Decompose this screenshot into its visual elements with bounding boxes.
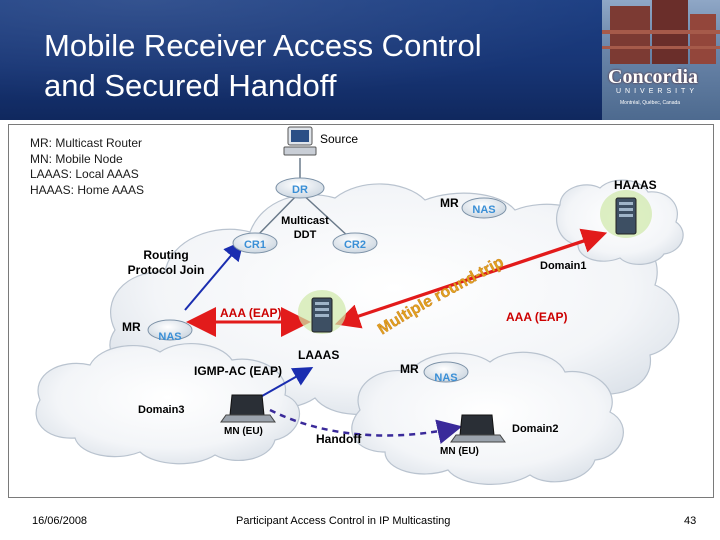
logo-tagline: Montréal, Québec, Canada bbox=[620, 100, 681, 106]
router-cr2-label: CR2 bbox=[344, 239, 366, 251]
routing-join-line-2: Protocol Join bbox=[127, 263, 205, 277]
handoff-label: Handoff bbox=[316, 432, 362, 446]
igmp-ac-arrow bbox=[254, 367, 314, 401]
router-cr2-icon: CR2 bbox=[332, 232, 378, 254]
router-cr1-label: CR1 bbox=[244, 239, 266, 251]
router-cr1-icon: CR1 bbox=[232, 232, 278, 254]
routing-join-arrow bbox=[184, 240, 244, 311]
ddt-link-cr1 bbox=[254, 191, 301, 239]
domain1-label: Domain1 bbox=[540, 260, 587, 272]
routing-join-label: Routing Protocol Join bbox=[118, 248, 214, 278]
multicast-ddt-label: Multicast DDT bbox=[280, 214, 330, 242]
mn-right-laptop-icon bbox=[450, 414, 506, 443]
university-logo: Concordia UNIVERSITY Montréal, Québec, C… bbox=[602, 0, 720, 120]
router-dr-icon: DR bbox=[275, 177, 325, 199]
mn-left-laptop-icon bbox=[220, 394, 276, 423]
logo-subtitle: UNIVERSITY bbox=[616, 88, 699, 95]
aaa-arrow-right-return bbox=[334, 234, 601, 329]
laaas-label: LAAAS bbox=[298, 348, 340, 362]
router-nas-left-icon: NAS bbox=[147, 319, 193, 343]
domain3-label: Domain3 bbox=[138, 404, 185, 416]
multicast-ddt-line-2: DDT bbox=[293, 229, 317, 241]
laaas-server-icon bbox=[298, 290, 346, 334]
legend-line-3: LAAAS: Local AAAS bbox=[30, 167, 139, 181]
routing-join-line-1: Routing bbox=[143, 248, 189, 262]
legend-line-4: HAAAS: Home AAAS bbox=[30, 182, 145, 197]
nas-top-label: NAS bbox=[472, 204, 495, 216]
mn-left-label: MN (EU) bbox=[224, 426, 263, 437]
domain2-label: Domain2 bbox=[512, 423, 559, 435]
logo-wordmark: Concordia bbox=[608, 66, 698, 88]
legend: MR: Multicast Router MN: Mobile Node LAA… bbox=[30, 136, 144, 198]
source-label: Source bbox=[320, 132, 359, 146]
mn-right-label: MN (EU) bbox=[440, 446, 479, 457]
title-line-1: Mobile Receiver Access Control bbox=[44, 28, 482, 63]
multicast-ddt-line-1: Multicast bbox=[281, 215, 329, 227]
mr-top-label: MR bbox=[440, 196, 459, 210]
aaa-eap-right-label: AAA (EAP) bbox=[506, 310, 568, 324]
ddt-link-cr2 bbox=[299, 191, 351, 239]
nas-left-label: NAS bbox=[158, 331, 181, 343]
title-line-2: and Secured Handoff bbox=[44, 68, 337, 103]
slide-title: Mobile Receiver Access Control and Secur… bbox=[44, 26, 584, 106]
haaas-server-icon bbox=[600, 190, 652, 238]
aaa-eap-left-label: AAA (EAP) bbox=[220, 306, 282, 320]
router-dr-label: DR bbox=[292, 184, 308, 196]
footer-title: Participant Access Control in IP Multica… bbox=[236, 515, 451, 527]
footer-page-number: 43 bbox=[684, 515, 697, 527]
haaas-label: HAAAS bbox=[614, 178, 657, 192]
handoff-path bbox=[269, 408, 463, 444]
router-nas-bottom-icon: NAS bbox=[423, 361, 469, 384]
mr-bottom-label: MR bbox=[400, 362, 419, 376]
source-computer-icon bbox=[283, 126, 317, 156]
router-nas-top-icon: NAS bbox=[461, 197, 507, 219]
mr-left-label: MR bbox=[122, 320, 141, 334]
title-bar bbox=[0, 0, 720, 120]
cloud-domain3 bbox=[35, 342, 301, 465]
legend-line-2: MN: Mobile Node bbox=[30, 151, 123, 166]
nas-bottom-label: NAS bbox=[434, 372, 457, 384]
legend-line-1: MR: Multicast Router bbox=[30, 136, 143, 150]
igmp-ac-label: IGMP-AC (EAP) bbox=[194, 364, 282, 378]
footer-date: 16/06/2008 bbox=[32, 515, 88, 527]
